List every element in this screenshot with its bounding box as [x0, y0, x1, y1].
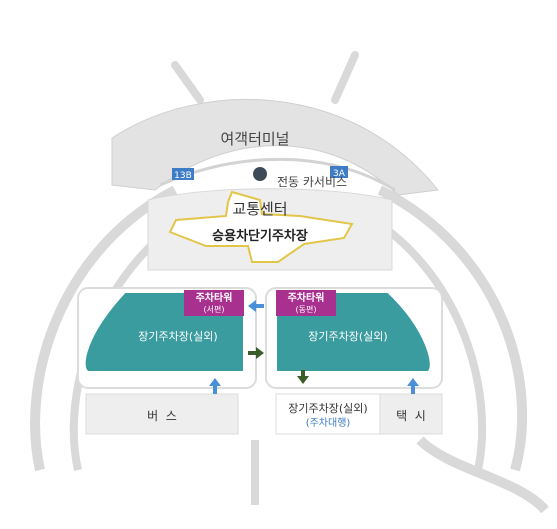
transport-center-label: 교통센터: [232, 200, 287, 218]
arrow-left-icon: [248, 300, 264, 312]
parking-tower-west-badge: [184, 290, 244, 316]
parking-tower-west-label: 주차타워: [196, 291, 233, 304]
west-lot-label: 장기주차장(실외): [138, 330, 217, 343]
terminal-label: 여객터미널: [220, 130, 289, 148]
gate-13b-label: 13B: [174, 171, 192, 181]
gate-3a-badge: [330, 166, 348, 178]
valet-sub: (주차대행): [306, 417, 351, 429]
parking-tower-west-sub: (서편): [204, 304, 225, 314]
gate-3a-label: 3A: [333, 169, 346, 179]
road-network: [30, 51, 549, 514]
valet-zone: [275, 393, 381, 435]
electric-car-service-label: 전동 카서비스: [277, 175, 347, 189]
arrow-down-icon: [297, 370, 309, 384]
bus-zone: [85, 393, 239, 435]
parking-tower-east-badge: [276, 290, 336, 316]
taxi-label: 택 시: [396, 409, 426, 423]
valet-title: 장기주차장(실외): [288, 402, 367, 415]
transport-center-outline: [168, 190, 354, 263]
terminal-building: [111, 99, 439, 196]
arrow-up-icon: [209, 378, 221, 394]
bus-label: 버 스: [147, 409, 177, 423]
east-lot-label: 장기주차장(실외): [308, 330, 387, 343]
arrow-right-icon: [248, 347, 264, 359]
parking-tower-east-label: 주차타워: [288, 291, 325, 304]
parking-tower-east-sub: (동편): [296, 304, 317, 314]
gate-13b-badge: [172, 168, 194, 180]
location-dot-icon: [253, 167, 267, 181]
short-term-parking-label: 승용차단기주차장: [212, 228, 308, 244]
taxi-zone: [379, 393, 443, 435]
arrow-up-icon: [407, 378, 419, 394]
